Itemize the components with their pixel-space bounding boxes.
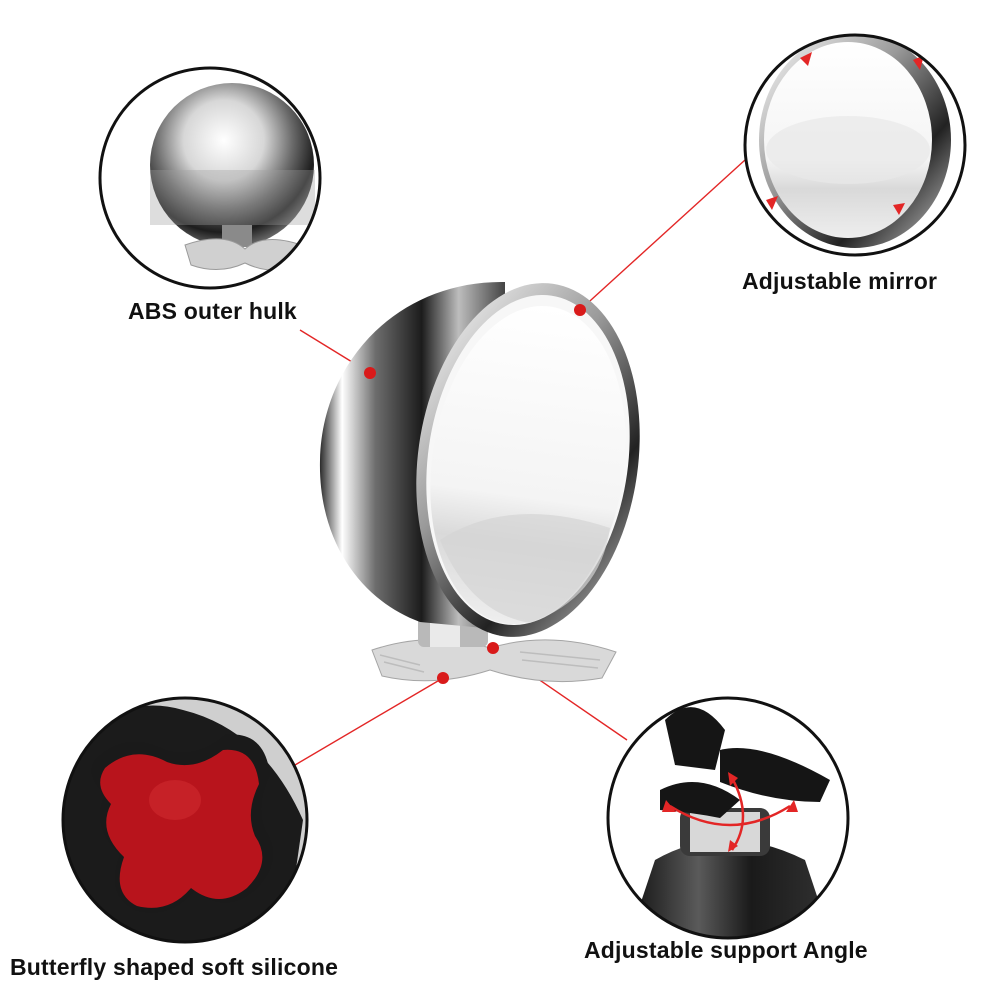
callout-dot bbox=[574, 304, 586, 316]
label-butterfly-silicone: Butterfly shaped soft silicone bbox=[10, 954, 339, 980]
callout-line-mirror bbox=[579, 159, 746, 311]
adjust-arrow-icon bbox=[893, 203, 905, 215]
detail-circle-support bbox=[606, 696, 850, 940]
adjust-arrow-icon bbox=[766, 196, 778, 210]
adjust-arrow-icon bbox=[800, 52, 812, 66]
callout-dot bbox=[437, 672, 449, 684]
rotate-arrow-icon bbox=[730, 777, 745, 851]
rotate-arrow-icon bbox=[669, 804, 791, 827]
label-abs-outer-hulk: ABS outer hulk bbox=[128, 298, 297, 324]
detail-circle-silicone bbox=[61, 696, 309, 944]
callout-line-silicone bbox=[294, 677, 444, 766]
detail-circle-outer-shell bbox=[98, 66, 322, 290]
callout-dots bbox=[364, 304, 586, 684]
callout-dot bbox=[487, 642, 499, 654]
label-adjustable-support: Adjustable support Angle bbox=[584, 937, 868, 963]
label-adjustable-mirror: Adjustable mirror bbox=[742, 268, 938, 294]
mirror-product bbox=[319, 281, 640, 683]
callout-dot bbox=[364, 367, 376, 379]
detail-circle-mirror bbox=[743, 33, 967, 257]
